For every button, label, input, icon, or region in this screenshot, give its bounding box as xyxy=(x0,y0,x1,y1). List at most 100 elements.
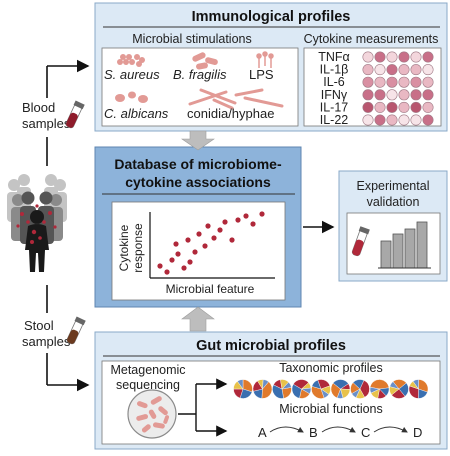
well xyxy=(398,89,410,101)
b-fragilis-label: B. fragilis xyxy=(173,67,227,82)
arrow-immuno-to-db xyxy=(181,130,215,151)
well xyxy=(362,89,374,101)
s-aureus-icon xyxy=(117,54,145,67)
hyphae-icon xyxy=(188,88,284,110)
scatter-point xyxy=(196,231,202,237)
pie-slice xyxy=(351,388,361,398)
plot-ylabel-line1: Cytokine xyxy=(117,224,131,271)
well xyxy=(398,76,410,88)
sample-flow-arrows xyxy=(46,59,90,392)
cytokine-measurements-title: Cytokine measurements xyxy=(304,32,439,46)
scatter-points xyxy=(157,211,265,275)
taxonomic-title: Taxonomic profiles xyxy=(279,361,383,375)
pie-slice xyxy=(389,381,400,390)
well xyxy=(422,89,434,101)
well xyxy=(422,64,434,76)
s-aureus-label: S. aureus xyxy=(104,67,160,82)
pathway-node-a: A xyxy=(258,425,267,440)
pie-slice xyxy=(369,379,390,390)
taxonomic-pies xyxy=(233,379,429,399)
scatter-point xyxy=(235,217,241,223)
stool-samples-line2: samples xyxy=(22,334,71,349)
well xyxy=(410,114,422,126)
pathway-node-b: B xyxy=(309,425,318,440)
well xyxy=(410,64,422,76)
pie-slice xyxy=(262,379,269,390)
scatter-point xyxy=(175,251,181,257)
conidia-hyphae-label: conidia/hyphae xyxy=(187,106,274,121)
lps-label: LPS xyxy=(249,67,274,82)
well xyxy=(398,51,410,63)
pie-slice xyxy=(281,381,292,390)
well xyxy=(386,76,398,88)
plot-xlabel: Microbial feature xyxy=(166,282,255,296)
gut-panel: Gut microbial profiles Metagenomic seque… xyxy=(94,331,448,450)
validation-tube-icon xyxy=(351,226,370,257)
well xyxy=(410,101,422,113)
immunological-title: Immunological profiles xyxy=(192,9,351,25)
cohort-people-icon xyxy=(7,174,67,272)
well xyxy=(386,89,398,101)
b-fragilis-icon xyxy=(192,52,218,70)
pie-slice xyxy=(369,386,381,394)
well xyxy=(398,114,410,126)
pathway-node-d: D xyxy=(413,425,422,440)
well xyxy=(410,51,422,63)
well xyxy=(398,64,410,76)
well xyxy=(362,101,374,113)
pie-slice xyxy=(261,381,273,399)
well xyxy=(362,114,374,126)
scatter-point xyxy=(259,211,265,217)
cytokine-label: IL-1β xyxy=(320,63,349,77)
scatter-point xyxy=(243,213,249,219)
arrow-gut-to-db xyxy=(181,306,215,332)
scatter-point xyxy=(187,259,193,265)
validation-title-line1: Experimental xyxy=(357,179,430,193)
scatter-point xyxy=(157,263,163,269)
validation-panel: Experimental validation xyxy=(338,170,448,282)
well xyxy=(410,89,422,101)
well xyxy=(362,76,374,88)
cytokine-label: TNFα xyxy=(318,50,350,64)
pathway-node-c: C xyxy=(361,425,370,440)
cytokine-label: IL-17 xyxy=(320,100,349,114)
petri-dish-icon xyxy=(127,389,177,439)
microbial-functions-title: Microbial functions xyxy=(279,402,383,416)
cytokine-label: IL-22 xyxy=(320,113,349,127)
well xyxy=(422,101,434,113)
scatter-point xyxy=(211,235,217,241)
database-title-line1: Database of microbiome- xyxy=(114,156,282,172)
well xyxy=(374,51,386,63)
scatter-point xyxy=(169,257,175,263)
well xyxy=(374,114,386,126)
pie-slice xyxy=(320,388,330,399)
lps-icon xyxy=(256,51,274,68)
scatter-point xyxy=(217,227,223,233)
pie-slice xyxy=(237,379,244,390)
well xyxy=(422,51,434,63)
metagenomic-branch-arrows xyxy=(178,378,228,437)
scatter-point xyxy=(205,223,211,229)
stimulations-title: Microbial stimulations xyxy=(132,32,251,46)
blood-samples-line2: samples xyxy=(22,116,71,131)
scatter-point xyxy=(181,265,187,271)
gray-flow-arrows xyxy=(181,130,215,332)
well xyxy=(422,114,434,126)
well xyxy=(374,101,386,113)
well xyxy=(374,64,386,76)
well xyxy=(386,114,398,126)
blood-tube-icon xyxy=(65,100,85,129)
database-title-line2: cytokine associations xyxy=(125,174,271,190)
well-plate xyxy=(362,51,434,126)
well xyxy=(386,64,398,76)
plot-ylabel-line2: response xyxy=(131,223,145,273)
scatter-point xyxy=(222,219,228,225)
validation-bar-icon xyxy=(378,221,431,269)
pie-slice xyxy=(412,379,419,390)
pie-slice xyxy=(336,388,344,399)
metagenomic-line2: sequencing xyxy=(116,378,180,392)
well xyxy=(398,101,410,113)
scatter-point xyxy=(173,241,179,247)
association-plot-box xyxy=(111,201,286,301)
